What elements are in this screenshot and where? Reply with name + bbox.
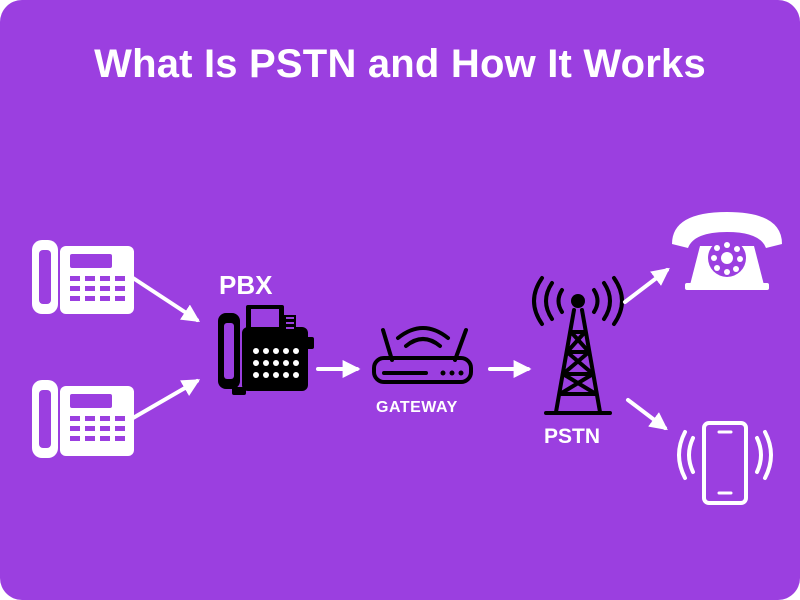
router-icon bbox=[372, 326, 473, 384]
gateway-label: GATEWAY bbox=[376, 399, 458, 416]
mobile-phone-icon bbox=[677, 421, 773, 505]
rotary-phone-icon bbox=[672, 212, 782, 290]
desk-phone-icon bbox=[32, 380, 134, 458]
page-title: What Is PSTN and How It Works bbox=[94, 42, 706, 86]
arrow-pstn-to-mobile bbox=[626, 398, 668, 431]
arrow-pstn-to-rotary bbox=[623, 267, 670, 304]
desk-phone-icon bbox=[32, 240, 134, 314]
arrow-phone2-to-pbx bbox=[131, 379, 201, 420]
cell-tower-icon bbox=[532, 276, 624, 415]
pstn-label: PSTN bbox=[544, 425, 601, 448]
pbx-phone-icon bbox=[218, 305, 314, 395]
arrow-phone1-to-pbx bbox=[131, 276, 201, 322]
pbx-label: PBX bbox=[219, 270, 273, 300]
